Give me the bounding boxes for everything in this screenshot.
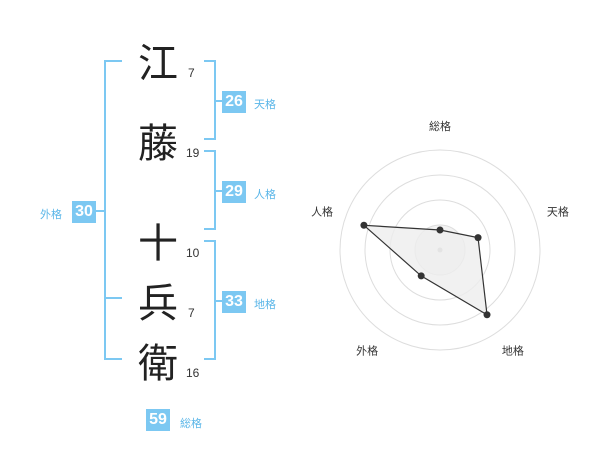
stroke-count-3: 10: [186, 246, 200, 260]
radar-axis-label-2: 天格: [547, 205, 569, 219]
jinkaku-bracket: [204, 150, 216, 230]
radar-grid-ring-3: [364, 174, 516, 326]
name-char-4: 兵: [138, 281, 178, 327]
gaikaku-bracket-mid-tick: [104, 297, 122, 299]
stroke-count-2: 19: [186, 146, 200, 160]
name-char-1: 江: [138, 41, 178, 87]
chikaku-value-badge: 33: [222, 291, 246, 313]
stroke-count-5: 16: [186, 366, 200, 380]
tenkaku-value-badge: 26: [222, 91, 246, 113]
radar-axis-label-3: 地格: [502, 343, 524, 357]
stroke-count-1: 7: [188, 66, 195, 80]
radar-point-5: [360, 221, 368, 229]
gaikaku-bracket-tick: [96, 210, 104, 212]
chikaku-bracket-tick: [216, 300, 222, 302]
jinkaku-value-badge: 29: [222, 181, 246, 203]
radar-point-2: [474, 234, 482, 242]
radar-axis-label-4: 外格: [356, 343, 378, 357]
gaikaku-value-badge: 30: [72, 201, 96, 223]
radar-data-polygon: [362, 224, 488, 316]
radar-grid-ring-2: [389, 199, 491, 301]
soukaku-label: 総格: [180, 417, 202, 430]
name-char-3: 十: [138, 221, 178, 267]
jinkaku-label: 人格: [254, 188, 276, 201]
name-char-5: 衛: [138, 341, 178, 387]
name-char-2: 藤: [138, 121, 178, 167]
gaikaku-bracket-top: [104, 60, 122, 298]
radar-axis-label-5: 人格: [311, 205, 333, 219]
stroke-count-4: 7: [188, 306, 195, 320]
tenkaku-bracket-tick: [216, 100, 222, 102]
jinkaku-bracket-tick: [216, 190, 222, 192]
radar-point-4: [417, 272, 425, 280]
radar-point-3: [483, 311, 491, 319]
radar-grid-ring-4: [339, 149, 541, 351]
gaikaku-bracket-bottom: [104, 298, 122, 360]
tenkaku-label: 天格: [254, 98, 276, 111]
tenkaku-bracket: [204, 60, 216, 140]
chikaku-bracket: [204, 240, 216, 360]
chikaku-label: 地格: [254, 298, 276, 311]
radar-axis-label-1: 総格: [429, 119, 451, 133]
gaikaku-label: 外格: [40, 208, 62, 221]
soukaku-value-badge: 59: [146, 409, 170, 431]
radar-point-1: [436, 226, 444, 234]
